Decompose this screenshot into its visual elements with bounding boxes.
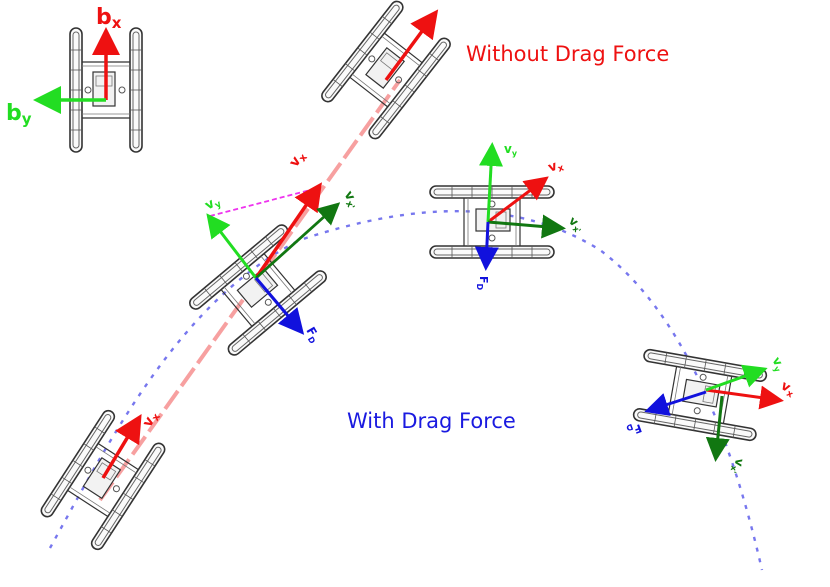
mid-fd-label: FD xyxy=(302,325,323,346)
without-drag-title: Without Drag Force xyxy=(466,42,670,66)
arc-top-vy-arrow xyxy=(479,142,504,223)
arc-right-vx-label: vx xyxy=(777,378,798,400)
mid-vy-label: vy xyxy=(203,193,224,215)
start-vx-arrow xyxy=(101,414,142,479)
no-drag-vx-arrow xyxy=(384,9,439,82)
mid-fd-arrow xyxy=(254,276,305,335)
by-label: by xyxy=(6,101,32,128)
arc-right-vx-prime-arrow xyxy=(705,395,730,462)
start-vx-label: vx xyxy=(140,408,164,431)
arc-right-vx-arrow xyxy=(705,385,784,410)
arc-right-vy-arrow xyxy=(705,364,768,392)
arc-right-fd-label: FD xyxy=(625,419,644,438)
arc-top-vx-arrow xyxy=(487,176,549,224)
robot-no-drag xyxy=(318,0,454,142)
mid-vx-prime-label: vx' xyxy=(339,189,362,212)
drag-trajectory xyxy=(48,210,764,571)
mid-vy-arrow xyxy=(206,213,258,279)
arc-top-vx-prime-label: vx' xyxy=(565,214,587,236)
arc-top-fd-label: FD xyxy=(475,276,490,291)
arc-right-vy-label: vy xyxy=(768,355,789,375)
arc-top-vy-label: vy xyxy=(504,142,518,158)
bx-label: bx xyxy=(96,5,122,32)
mid-vx-prime-arrow xyxy=(255,202,341,280)
mid-vx-label: vx xyxy=(286,148,310,172)
arc-top-fd-arrow xyxy=(474,221,499,271)
mid-vx-arrow xyxy=(254,182,322,279)
with-drag-title: With Drag Force xyxy=(347,409,516,433)
arc-top-vx-prime-arrow xyxy=(487,214,566,239)
arc-right-fd-arrow xyxy=(644,390,707,416)
arc-right-vx-prime-label: vx' xyxy=(728,457,746,475)
arc-top-vx-label: vx xyxy=(546,157,565,178)
